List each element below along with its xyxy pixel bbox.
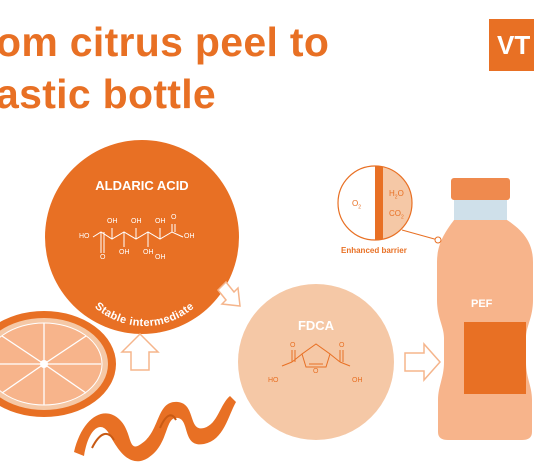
aldaric-acid-structure [92, 224, 184, 253]
pef-label: PEF [471, 298, 493, 310]
h2o-label: H2O [389, 189, 404, 201]
aldaric-o-top: O [171, 214, 177, 221]
o2-label: O2 [352, 199, 362, 211]
pef-bottle [437, 178, 533, 440]
aldaric-ho-left: HO [79, 233, 90, 240]
fdca-o-right: O [339, 342, 345, 349]
right-arrow [404, 342, 442, 382]
aldaric-oh-top-3: OH [155, 218, 166, 225]
fdca-structure [281, 343, 351, 368]
fdca-title: FDCA [297, 318, 335, 333]
fdca-o-left: O [290, 342, 296, 349]
fdca-o-ring: O [313, 368, 319, 375]
fdca-oh: OH [352, 377, 363, 384]
title-line-2: astic bottle [0, 71, 217, 117]
vtt-logo: VT [489, 19, 534, 71]
diagonal-arrow [216, 280, 241, 307]
aldaric-oh-bottom-2: OH [143, 249, 154, 256]
fdca-ho: HO [268, 377, 279, 384]
fdca-circle [238, 284, 394, 440]
aldaric-oh-top-1: OH [107, 218, 118, 225]
aldaric-acid-circle [45, 140, 239, 334]
co2-label: CO2 [389, 209, 404, 221]
enhanced-barrier-label: Enhanced barrier [341, 246, 407, 255]
aldaric-oh-bottom-3: OH [155, 254, 166, 261]
orange-half [0, 311, 116, 417]
enhanced-barrier-callout [337, 165, 442, 244]
aldaric-oh-right: OH [184, 233, 195, 240]
aldaric-acid-title: ALDARIC ACID [95, 178, 189, 193]
aldaric-oh-top-2: OH [131, 218, 142, 225]
title-line-1: om citrus peel to [0, 19, 330, 65]
citrus-peel [74, 396, 236, 462]
citrus-illustration [0, 311, 236, 462]
aldaric-o-bottom: O [100, 254, 106, 261]
up-arrow [120, 332, 160, 371]
aldaric-oh-bottom-1: OH [119, 249, 130, 256]
